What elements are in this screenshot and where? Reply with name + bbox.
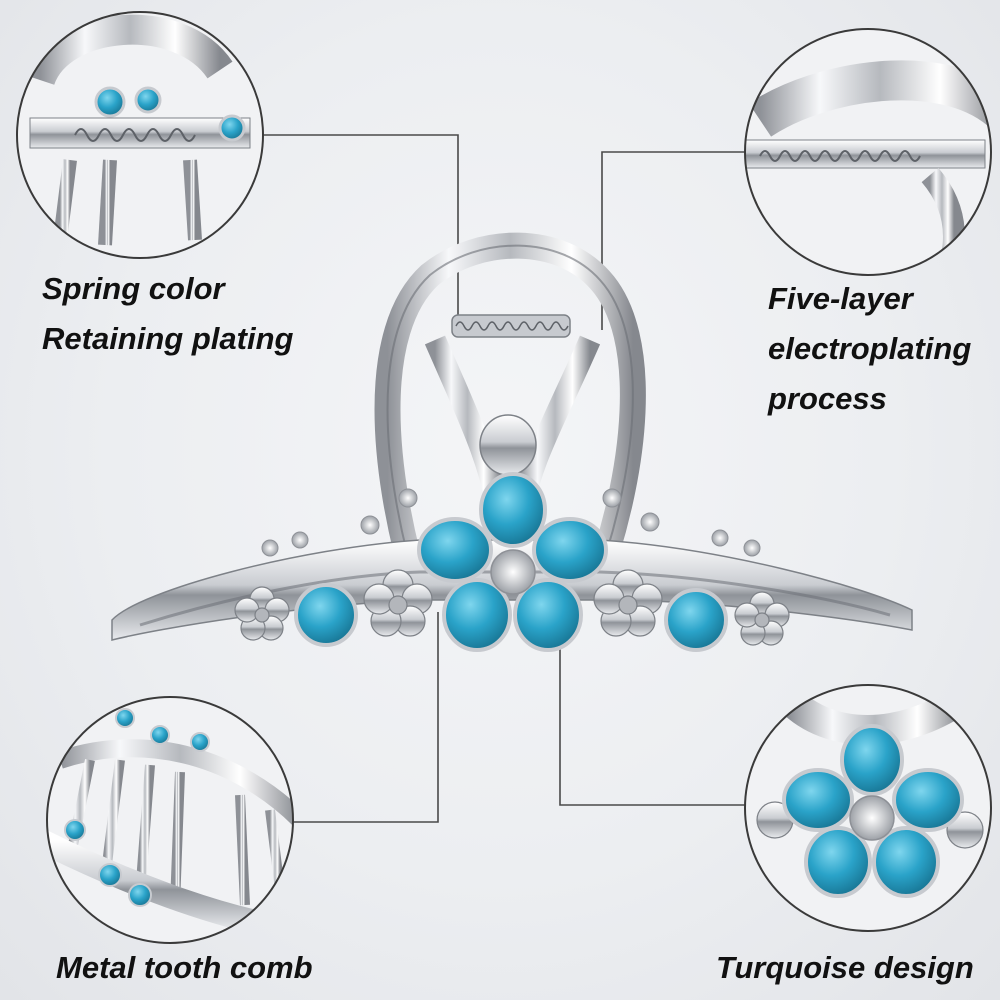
- feature-label-spring-line2: Retaining plating: [42, 321, 294, 356]
- feature-label-comb: Metal tooth comb: [56, 943, 313, 993]
- silver-flowers: [234, 569, 790, 646]
- feature-label-five-layer-line1: Five-layer: [768, 281, 913, 316]
- side-turquoise-stones: [294, 583, 728, 652]
- detail-inset-electroplating: [744, 28, 992, 276]
- feature-label-spring: Spring color Retaining plating: [42, 264, 293, 364]
- leader-line-comb: [292, 612, 439, 823]
- feature-label-turquoise: Turquoise design: [716, 943, 974, 993]
- detail-inset-turquoise: [744, 684, 992, 932]
- detail-inset-spring: [16, 11, 264, 259]
- feature-label-turquoise-line1: Turquoise design: [716, 950, 974, 985]
- feature-label-five-layer: Five-layer electroplating process: [768, 274, 971, 424]
- feature-label-spring-line1: Spring color: [42, 271, 225, 306]
- feature-label-five-layer-line3: process: [768, 381, 887, 416]
- hair-claw-clip: [111, 232, 913, 652]
- silver-beads: [261, 488, 761, 557]
- detail-inset-comb: [46, 696, 294, 944]
- feature-label-comb-line1: Metal tooth comb: [56, 950, 313, 985]
- spring-coil: [451, 314, 571, 338]
- turquoise-flower: [417, 472, 608, 652]
- feature-label-five-layer-line2: electroplating: [768, 331, 972, 366]
- leader-line-turquoise: [559, 612, 745, 806]
